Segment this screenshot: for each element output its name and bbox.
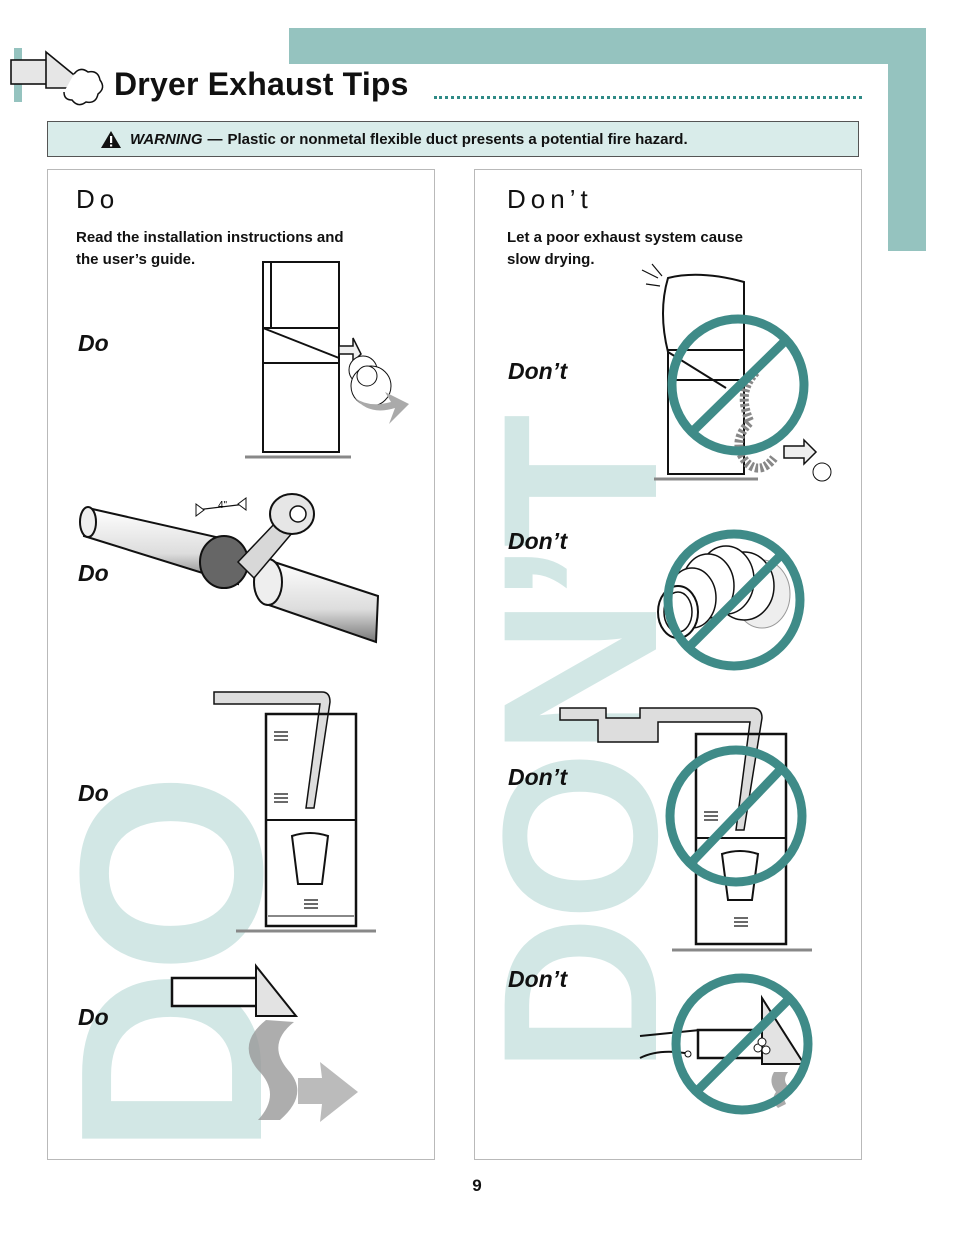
dont-panel <box>474 169 862 1160</box>
page-title: Dryer Exhaust Tips <box>114 66 409 102</box>
crushed-duct-dryer-illustration <box>641 263 832 482</box>
do-item-2-label: Do <box>78 560 109 586</box>
title-leader-dots <box>434 96 862 99</box>
vent-hood-icon <box>10 48 104 106</box>
dont-intro-line-1: Let a poor exhaust system cause <box>507 229 743 246</box>
do-intro-line-2: the user’s guide. <box>76 251 196 268</box>
do-heading: Do <box>76 184 120 214</box>
compressed-foil-duct-illustration <box>657 529 805 671</box>
warning-text: Plastic or nonmetal flexible duct presen… <box>227 130 688 148</box>
do-item-3-label: Do <box>78 780 109 806</box>
warning-dash: — <box>207 130 223 148</box>
do-item-1-label: Do <box>78 330 109 356</box>
dont-intro-line-2: slow drying. <box>507 251 595 268</box>
stacked-dryer-rigid-duct-illustration <box>213 691 376 933</box>
dont-item-4-label: Don’t <box>508 966 568 992</box>
dont-item-3-label: Don’t <box>508 764 568 790</box>
page-number: 9 <box>472 1176 482 1195</box>
warning-banner: WARNING — Plastic or nonmetal flexible d… <box>47 121 859 157</box>
dont-intro: Let a poor exhaust system cause slow dry… <box>507 227 743 271</box>
duct-dimension: 4" <box>218 500 228 511</box>
dont-heading: Don’t <box>507 184 593 214</box>
warning-label: WARNING <box>130 130 203 148</box>
do-intro: Read the installation instructions and t… <box>76 227 344 271</box>
do-intro-line-1: Read the installation instructions and <box>76 229 344 246</box>
dont-item-2-label: Don’t <box>508 528 568 554</box>
do-item-4-label: Do <box>78 1004 109 1030</box>
clogged-hood-illustration <box>639 973 813 1115</box>
vented-dryer-illustration <box>245 261 409 459</box>
exhaust-hood-illustration <box>170 963 358 1122</box>
header-accent-bar <box>289 28 926 64</box>
do-panel <box>47 169 435 1160</box>
warning-triangle-icon <box>101 131 121 148</box>
taping-duct-illustration: 4" <box>79 493 380 644</box>
side-accent-bar <box>888 28 926 251</box>
long-duct-dryer-illustration <box>559 707 812 952</box>
dont-item-1-label: Don’t <box>508 358 568 384</box>
